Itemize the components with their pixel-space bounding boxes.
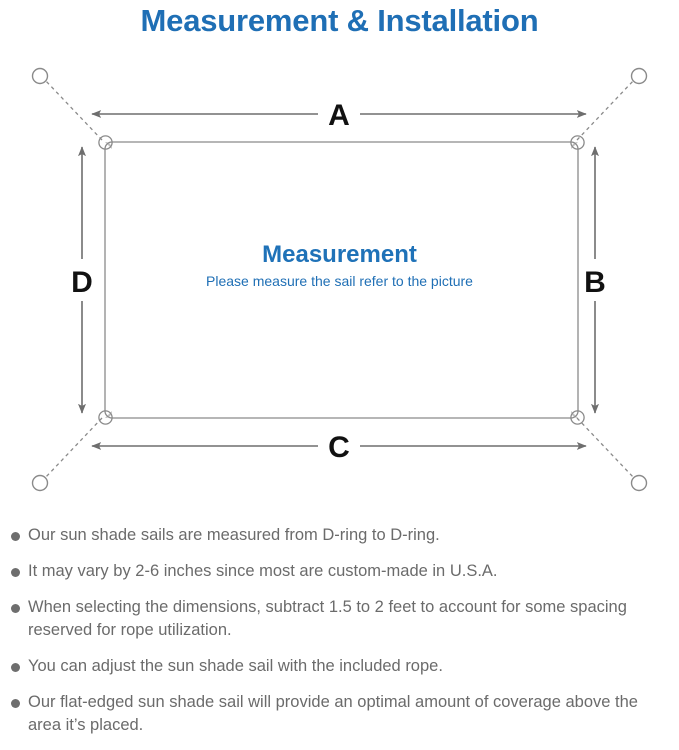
d-ring-top-right	[570, 135, 585, 150]
bullet-icon	[11, 663, 20, 672]
list-item: Our flat-edged sun shade sail will provi…	[0, 691, 679, 737]
notes-list: Our sun shade sails are measured from D-…	[0, 524, 679, 750]
sun-shade-sail-measurement-diagram: A C D B	[31, 67, 648, 492]
page-title: Measurement & Installation	[140, 3, 539, 38]
d-ring-top-left	[98, 135, 113, 150]
rope-top-right	[576, 79, 635, 141]
d-rings	[98, 135, 585, 425]
dimension-a-label: A	[328, 99, 350, 132]
anchor-ring-top-left	[31, 67, 49, 85]
bullet-icon	[11, 532, 20, 541]
d-ring-bottom-right	[570, 410, 585, 425]
list-item-text: When selecting the dimensions, subtract …	[28, 598, 627, 639]
bullet-icon	[11, 568, 20, 577]
list-item-text: Our sun shade sails are measured from D-…	[28, 526, 440, 544]
anchor-ring-bottom-left	[31, 474, 49, 492]
list-item: When selecting the dimensions, subtract …	[0, 596, 679, 642]
list-item: Our sun shade sails are measured from D-…	[0, 524, 679, 547]
list-item: You can adjust the sun shade sail with t…	[0, 655, 679, 678]
list-item: It may vary by 2-6 inches since most are…	[0, 560, 679, 583]
list-item-text: You can adjust the sun shade sail with t…	[28, 657, 443, 675]
bullet-icon	[11, 699, 20, 708]
bullet-icon	[11, 604, 20, 613]
anchor-ring-top-right	[630, 67, 648, 85]
dimension-c-label: C	[328, 431, 350, 464]
anchor-rings	[31, 67, 648, 492]
rope-bottom-left	[44, 417, 103, 479]
rope-top-left	[44, 79, 103, 141]
sail-body	[104, 141, 579, 419]
list-item-text: Our flat-edged sun shade sail will provi…	[28, 693, 638, 734]
list-item-text: It may vary by 2-6 inches since most are…	[28, 562, 498, 580]
d-ring-bottom-left	[98, 410, 113, 425]
rope-bottom-right	[576, 417, 635, 479]
anchor-ring-bottom-right	[630, 474, 648, 492]
dimension-d-label: D	[71, 266, 93, 299]
dimension-b-label: B	[584, 266, 606, 299]
